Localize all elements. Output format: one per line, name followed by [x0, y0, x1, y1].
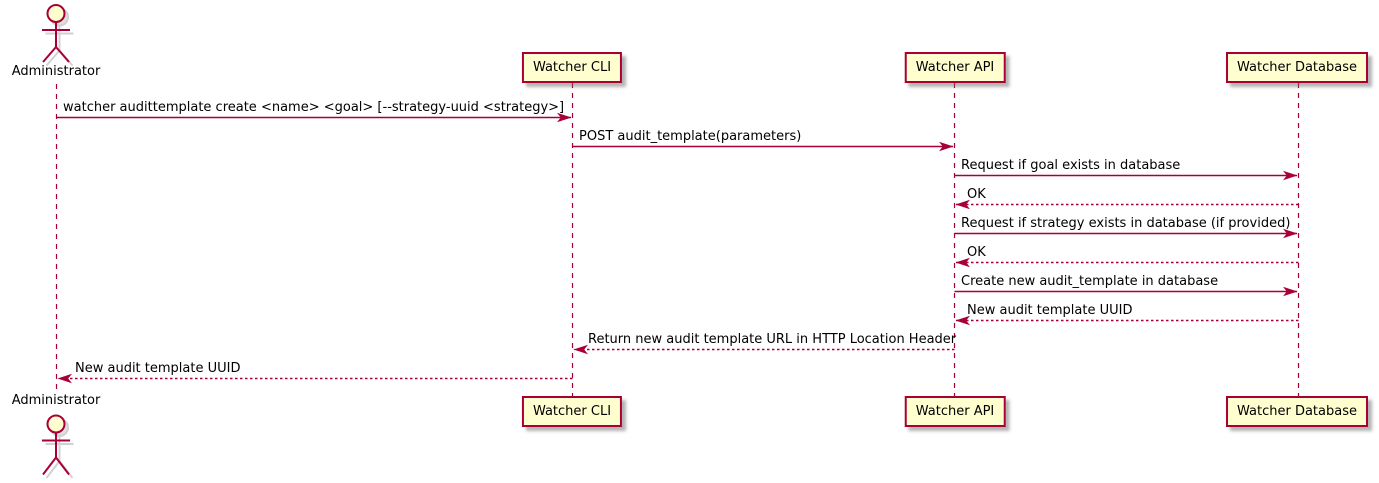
participant-box-watcher-api-top: Watcher API: [904, 52, 1006, 83]
participant-box-watcher-cli-bottom: Watcher CLI: [521, 396, 623, 427]
message-label-6: OK: [967, 245, 986, 260]
message-label-4: OK: [967, 187, 986, 202]
actor-figure-bottom: [42, 414, 74, 479]
actor-label-administrator-bottom: Administrator: [11, 393, 101, 408]
message-label-1: watcher audittemplate create <name> <goa…: [63, 100, 565, 115]
message-label-8: New audit template UUID: [967, 303, 1133, 318]
participant-box-watcher-database-bottom: Watcher Database: [1226, 396, 1368, 427]
message-arrows: [56, 112, 1299, 384]
actor-figure-top: [42, 4, 74, 67]
participant-box-watcher-api-bottom: Watcher API: [904, 396, 1006, 427]
message-label-10: New audit template UUID: [75, 361, 241, 376]
message-label-5: Request if strategy exists in database (…: [961, 216, 1291, 231]
message-label-9: Return new audit template URL in HTTP Lo…: [588, 332, 957, 347]
message-label-3: Request if goal exists in database: [961, 158, 1181, 173]
message-label-2: POST audit_template(parameters): [579, 129, 802, 144]
participant-box-watcher-database-top: Watcher Database: [1226, 52, 1368, 83]
lifelines: [55, 83, 1300, 396]
actor-label-administrator-top: Administrator: [11, 64, 101, 79]
message-label-7: Create new audit_template in database: [961, 274, 1219, 289]
participant-box-watcher-cli-top: Watcher CLI: [521, 52, 623, 83]
